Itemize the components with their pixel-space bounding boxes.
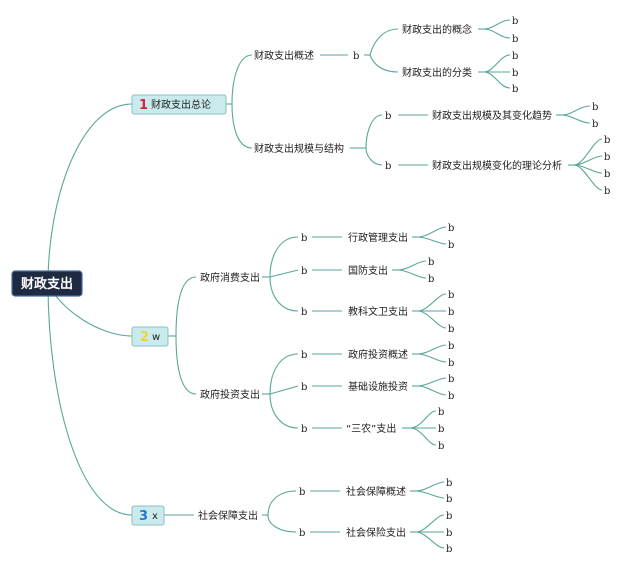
section-node-1[interactable]: 1 财政支出总论: [131, 94, 227, 115]
leaf-b[interactable]: b: [512, 84, 518, 95]
section-label-3: x: [152, 511, 158, 522]
item-i7[interactable]: 教科文卫支出: [348, 305, 408, 318]
root-node[interactable]: 财政支出: [11, 270, 83, 297]
section-node-3[interactable]: 3 x: [131, 505, 165, 526]
item-i3[interactable]: 财政支出规模及其变化趋势: [432, 109, 552, 122]
leaf-b[interactable]: b: [428, 274, 434, 285]
leaf-b[interactable]: b: [438, 407, 444, 418]
subtopic-s1b[interactable]: 财政支出规模与结构: [254, 142, 344, 155]
leaf-b[interactable]: b: [301, 266, 307, 277]
item-i9[interactable]: 基础设施投资: [348, 380, 408, 393]
subtopic-s2a[interactable]: 政府消费支出: [200, 271, 260, 284]
leaf-b[interactable]: b: [604, 169, 610, 180]
leaf-b[interactable]: b: [448, 374, 454, 385]
item-i12[interactable]: 社会保险支出: [346, 526, 406, 539]
leaf-b[interactable]: b: [604, 152, 610, 163]
leaf-b[interactable]: b: [448, 341, 454, 352]
leaf-b[interactable]: b: [448, 358, 454, 369]
leaf-b[interactable]: b: [592, 102, 598, 113]
leaf-b[interactable]: b: [446, 544, 452, 555]
leaf-b[interactable]: b: [448, 290, 454, 301]
leaf-b[interactable]: b: [299, 487, 305, 498]
item-i4[interactable]: 财政支出规模变化的理论分析: [432, 159, 562, 172]
item-i11[interactable]: 社会保障概述: [346, 485, 406, 498]
leaf-b[interactable]: b: [301, 350, 307, 361]
leaf-b[interactable]: b: [385, 161, 391, 172]
item-i6[interactable]: 国防支出: [348, 264, 388, 277]
leaf-b[interactable]: b: [512, 68, 518, 79]
leaf-b[interactable]: b: [448, 307, 454, 318]
leaf-b[interactable]: b: [604, 186, 610, 197]
item-i8[interactable]: 政府投资概述: [348, 348, 408, 361]
leaf-b[interactable]: b: [301, 382, 307, 393]
section-label-2: w: [152, 332, 160, 343]
leaf-b[interactable]: b: [604, 135, 610, 146]
leaf-b[interactable]: b: [299, 528, 305, 539]
leaf-b[interactable]: b: [448, 324, 454, 335]
leaf-b[interactable]: b: [428, 257, 434, 268]
leaf-b[interactable]: b: [448, 240, 454, 251]
subtopic-s3a[interactable]: 社会保障支出: [198, 509, 258, 522]
subtopic-s1a[interactable]: 财政支出概述: [254, 49, 314, 62]
section-node-2[interactable]: 2 w: [131, 326, 169, 347]
leaf-b[interactable]: b: [448, 223, 454, 234]
connectors: [47, 19, 603, 549]
item-i1[interactable]: 财政支出的概念: [402, 23, 472, 36]
root-label: 财政支出: [21, 276, 73, 292]
leaf-b[interactable]: b: [446, 478, 452, 489]
leaf-b[interactable]: b: [353, 51, 359, 62]
leaf-b[interactable]: b: [301, 424, 307, 435]
section-number-1: 1: [139, 98, 148, 113]
leaf-b[interactable]: b: [438, 441, 444, 452]
item-i5[interactable]: 行政管理支出: [348, 231, 408, 244]
leaf-b[interactable]: b: [446, 528, 452, 539]
item-i2[interactable]: 财政支出的分类: [402, 66, 472, 79]
leaf-b[interactable]: b: [448, 391, 454, 402]
leaf-b[interactable]: b: [438, 424, 444, 435]
leaf-b[interactable]: b: [301, 233, 307, 244]
leaf-b[interactable]: b: [446, 511, 452, 522]
leaf-group: b b b b b b b b b b b b b b b b b b b b …: [299, 16, 610, 555]
section-label-1: 财政支出总论: [151, 98, 211, 111]
section-number-2: 2: [140, 330, 149, 345]
leaf-b[interactable]: b: [385, 111, 391, 122]
leaf-b[interactable]: b: [446, 494, 452, 505]
leaf-b[interactable]: b: [512, 16, 518, 27]
leaf-b[interactable]: b: [512, 34, 518, 45]
leaf-b[interactable]: b: [512, 51, 518, 62]
item-i10[interactable]: “三农”支出: [346, 422, 396, 435]
section-number-3: 3: [139, 509, 148, 524]
subtopic-s2b[interactable]: 政府投资支出: [200, 388, 260, 401]
leaf-b[interactable]: b: [301, 307, 307, 318]
leaf-b[interactable]: b: [592, 119, 598, 130]
